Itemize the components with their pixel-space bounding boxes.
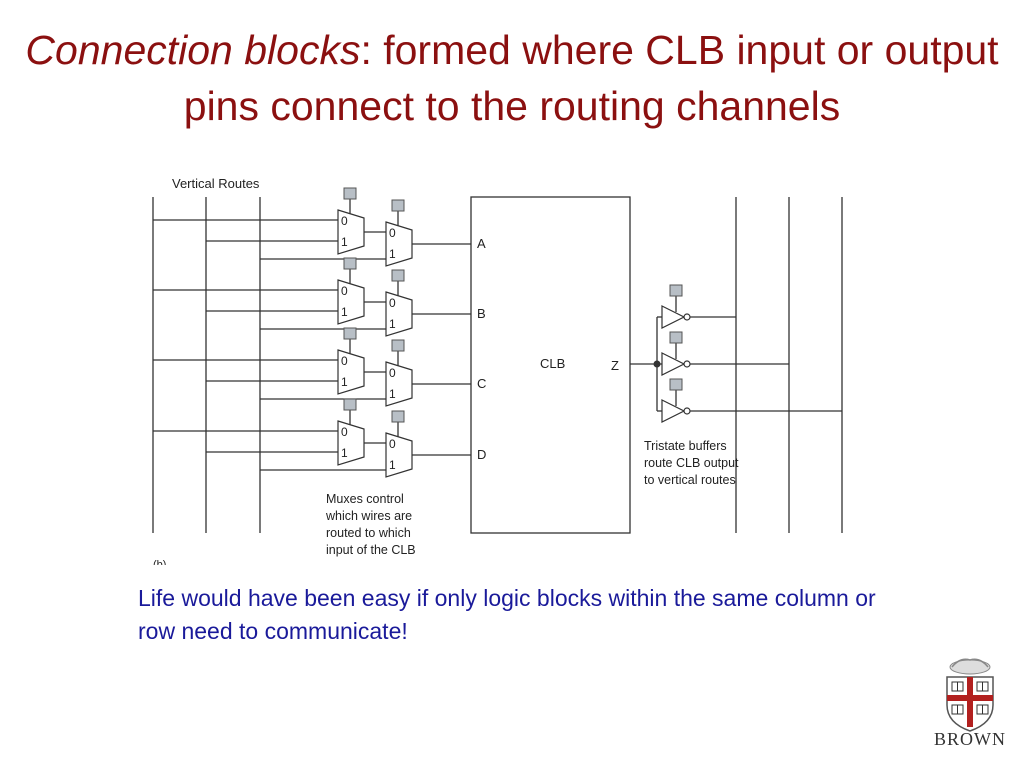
slide-title: Connection blocks: formed where CLB inpu… [0,22,1024,134]
clb-input-label-a: A [477,236,486,251]
clb-output-pin-label: Z [611,358,619,373]
second-mux-b [385,291,413,337]
mux-note-line: input of the CLB [326,543,416,557]
brown-wordmark: BROWN [934,729,1006,749]
tristate-buffer-1 [661,305,686,329]
buffer-output-bubble [683,407,691,415]
second-mux-a [385,221,413,267]
second-mux-c [385,361,413,407]
config-bit-box [391,269,405,282]
tristate-note-line: to vertical routes [644,473,736,487]
buffer-output-bubble [683,360,691,368]
config-bit-box [391,199,405,212]
config-bit-box [343,257,357,270]
mux-group-c [337,327,413,407]
buffer-enable-box [669,331,683,344]
tristate-note-line: Tristate buffers [644,439,727,453]
mux-note-line: which wires are [325,509,412,523]
mux-input-1: 1 [341,235,348,249]
mux-input-1: 1 [341,446,348,460]
config-bit-box [391,410,405,423]
mux-input-1: 1 [341,305,348,319]
tristate-buffer-3 [661,399,686,423]
clb-input-label-b: B [477,306,486,321]
mux-input-0: 0 [389,296,396,310]
tristate-note-line: route CLB output [644,456,739,470]
first-mux-a [337,209,365,255]
clb-label: CLB [540,356,565,371]
config-bit-box [343,398,357,411]
mux-input-0: 0 [341,354,348,368]
mux-input-0: 0 [389,226,396,240]
parts [337,187,691,534]
clb-input-label-d: D [477,447,486,462]
config-bit-box [343,327,357,340]
brown-shield-logo [946,658,994,732]
figure-tag: (b) [153,559,166,565]
mux-input-1: 1 [389,458,396,472]
mux-input-0: 0 [341,284,348,298]
mux-group-a [337,187,413,267]
mux-note-line: Muxes control [326,492,404,506]
wires [152,197,843,533]
junction-dot [653,360,661,368]
config-bit-box [343,187,357,200]
clb-block [470,196,631,534]
first-mux-c [337,349,365,395]
buffer-output-bubble [683,313,691,321]
mux-group-b [337,257,413,337]
title-emphasis: Connection blocks [25,27,361,73]
first-mux-d [337,420,365,466]
mux-input-1: 1 [389,387,396,401]
mux-input-0: 0 [341,214,348,228]
slide-caption: Life would have been easy if only logic … [138,585,876,644]
first-mux-b [337,279,365,325]
buffer-enable-box [669,284,683,297]
mux-input-1: 1 [389,247,396,261]
mux-group-d [337,398,413,478]
mux-input-0: 0 [389,366,396,380]
tristate-buffer-2 [661,352,686,376]
title-rest: : formed where CLB input or output pins … [183,27,999,129]
buffer-enable-box [669,378,683,391]
mux-input-0: 0 [341,425,348,439]
config-bit-box [391,339,405,352]
mux-input-1: 1 [389,317,396,331]
mux-note-line: routed to which [326,526,411,540]
vertical-routes-label: Vertical Routes [172,176,260,191]
second-mux-d [385,432,413,478]
clb-input-label-c: C [477,376,486,391]
mux-input-0: 0 [389,437,396,451]
mux-input-1: 1 [341,375,348,389]
